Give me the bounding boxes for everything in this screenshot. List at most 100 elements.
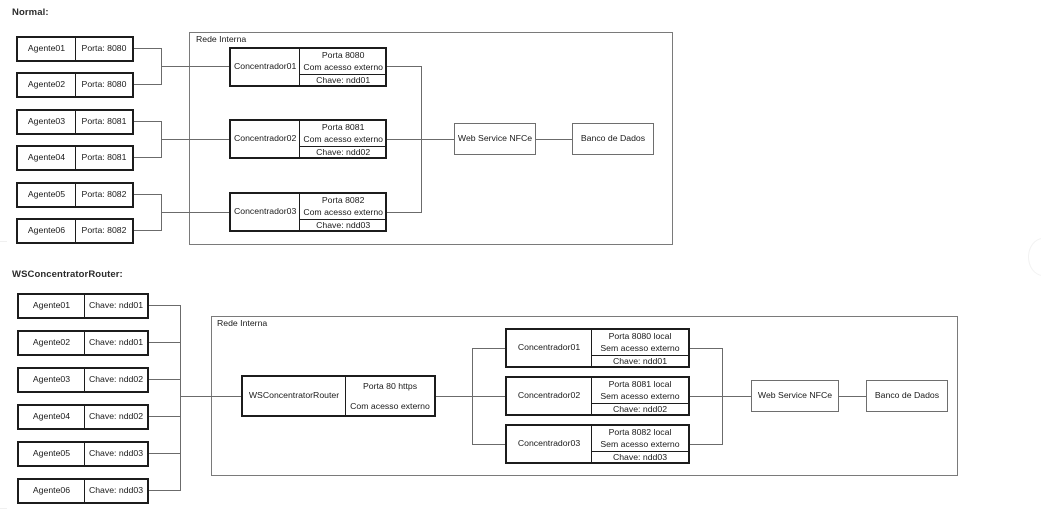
concentrator-port: Porta 8080 local <box>608 331 672 341</box>
concentrator-port-access: Porta 8081 local Sem acesso externo <box>592 378 688 405</box>
agent-box[interactable]: Agente02 Chave: ndd01 <box>17 330 149 356</box>
connector-line <box>149 342 181 344</box>
concentrator-port-access: Porta 8080 Com acesso externo <box>300 49 386 76</box>
connector-line <box>436 396 505 398</box>
agent-box[interactable]: Agente04 Chave: ndd02 <box>17 404 149 430</box>
concentrator-key: Chave: ndd02 <box>316 147 371 158</box>
agent-detail: Porta: 8080 <box>81 43 127 54</box>
connector-line <box>839 396 866 398</box>
agent-box[interactable]: Agente01 Chave: ndd01 <box>17 293 149 319</box>
concentrator-access: Com acesso externo <box>303 61 383 72</box>
concentrator-name: Concentrador01 <box>231 49 301 85</box>
database-box[interactable]: Banco de Dados <box>866 380 948 412</box>
concentrator-box[interactable]: Concentrador01 Porta 8080 Com acesso ext… <box>229 47 387 87</box>
connector-line <box>690 348 723 350</box>
page-edge-artifact <box>0 241 7 243</box>
agent-box[interactable]: Agente05 Chave: ndd03 <box>17 441 149 467</box>
agent-box[interactable]: Agente05 Porta: 8082 <box>16 182 134 208</box>
concentrator-port-access: Porta 8081 Com acesso externo <box>300 121 386 148</box>
connector-line <box>134 194 162 196</box>
concentrator-box[interactable]: Concentrador03 Porta 8082 local Sem aces… <box>505 424 690 464</box>
agent-name: Agente03 <box>19 369 85 391</box>
router-name: WSConcentratorRouter <box>243 377 346 415</box>
concentrator-access: Com acesso externo <box>303 206 383 217</box>
agent-detail: Chave: ndd03 <box>88 448 144 459</box>
agent-detail: Chave: ndd03 <box>88 485 144 496</box>
concentrator-port: Porta 8081 local <box>608 379 672 389</box>
concentrator-name: Concentrador01 <box>507 330 592 366</box>
concentrator-key: Chave: ndd01 <box>316 75 371 86</box>
agent-detail: Porta: 8081 <box>81 152 127 163</box>
connector-line <box>134 48 162 50</box>
connector-line <box>161 66 229 68</box>
agent-box[interactable]: Agente01 Porta: 8080 <box>16 36 134 62</box>
web-service-box[interactable]: Web Service NFCe <box>454 123 536 155</box>
concentrator-port: Porta 8082 <box>321 195 365 205</box>
connector-line <box>149 490 181 492</box>
database-label: Banco de Dados <box>580 133 646 144</box>
concentrator-access: Com acesso externo <box>303 133 383 144</box>
agent-detail: Porta: 8081 <box>81 116 127 127</box>
connector-line <box>134 157 162 159</box>
web-service-box[interactable]: Web Service NFCe <box>751 380 839 412</box>
connector-line <box>387 212 422 214</box>
connector-line <box>161 139 229 141</box>
agent-detail: Chave: ndd02 <box>88 374 144 385</box>
connector-line <box>149 305 181 307</box>
database-label: Banco de Dados <box>874 390 940 401</box>
connector-line <box>134 230 162 232</box>
agent-detail: Chave: ndd01 <box>88 337 144 348</box>
concentrator-details: Porta 8080 local Sem acesso externo Chav… <box>592 330 688 366</box>
agent-detail: Porta: 8080 <box>81 79 127 90</box>
concentrator-port: Porta 8082 local <box>608 427 672 437</box>
web-service-label: Web Service NFCe <box>457 133 533 144</box>
connector-line <box>690 396 751 398</box>
connector-line <box>472 348 505 350</box>
agent-detail: Chave: ndd01 <box>88 300 144 311</box>
concentrator-box[interactable]: Concentrador02 Porta 8081 Com acesso ext… <box>229 119 387 159</box>
agent-name: Agente05 <box>19 443 85 465</box>
concentrator-port-access: Porta 8082 local Sem acesso externo <box>592 426 688 453</box>
concentrator-name: Concentrador02 <box>507 378 592 414</box>
concentrator-key: Chave: ndd03 <box>316 220 371 231</box>
connector-line <box>387 66 422 68</box>
agent-box[interactable]: Agente03 Porta: 8081 <box>16 109 134 135</box>
agent-box[interactable]: Agente03 Chave: ndd02 <box>17 367 149 393</box>
connector-line <box>472 348 474 445</box>
concentrator-access: Sem acesso externo <box>600 438 680 449</box>
agent-name: Agente02 <box>18 74 76 96</box>
concentrator-access: Sem acesso externo <box>600 390 680 401</box>
concentrator-box[interactable]: Concentrador01 Porta 8080 local Sem aces… <box>505 328 690 368</box>
connector-line <box>161 212 229 214</box>
concentrator-details: Porta 8081 local Sem acesso externo Chav… <box>592 378 688 414</box>
agent-box[interactable]: Agente06 Porta: 8082 <box>16 218 134 244</box>
concentrator-port: Porta 8080 <box>321 50 365 60</box>
database-box[interactable]: Banco de Dados <box>572 123 654 155</box>
network-boundary-normal <box>189 32 673 245</box>
agent-box[interactable]: Agente04 Porta: 8081 <box>16 145 134 171</box>
connector-line <box>180 396 241 398</box>
concentrator-key: Chave: ndd02 <box>612 404 668 415</box>
router-port: Porta 80 https <box>362 381 418 392</box>
concentrator-name: Concentrador03 <box>231 194 301 230</box>
concentrator-details: Porta 8080 Com acesso externo Chave: ndd… <box>300 49 386 85</box>
connector-line <box>149 379 181 381</box>
connector-line <box>134 84 162 86</box>
concentrator-box[interactable]: Concentrador03 Porta 8082 Com acesso ext… <box>229 192 387 232</box>
agent-box[interactable]: Agente02 Porta: 8080 <box>16 72 134 98</box>
concentrator-port: Porta 8081 <box>321 122 365 132</box>
agent-name: Agente03 <box>18 111 76 133</box>
agent-name: Agente02 <box>19 332 85 354</box>
page-edge-artifact <box>0 508 7 510</box>
agent-box[interactable]: Agente06 Chave: ndd03 <box>17 478 149 504</box>
concentrator-key: Chave: ndd01 <box>612 356 668 367</box>
connector-line <box>536 139 572 141</box>
connector-line <box>149 416 181 418</box>
web-service-label: Web Service NFCe <box>757 390 833 401</box>
network-boundary-label-normal: Rede Interna <box>194 34 249 44</box>
concentrator-box[interactable]: Concentrador02 Porta 8081 local Sem aces… <box>505 376 690 416</box>
concentrator-details: Porta 8081 Com acesso externo Chave: ndd… <box>300 121 386 157</box>
connector-line <box>387 139 454 141</box>
agent-name: Agente04 <box>19 406 85 428</box>
router-box[interactable]: WSConcentratorRouter Porta 80 https Com … <box>241 375 436 417</box>
